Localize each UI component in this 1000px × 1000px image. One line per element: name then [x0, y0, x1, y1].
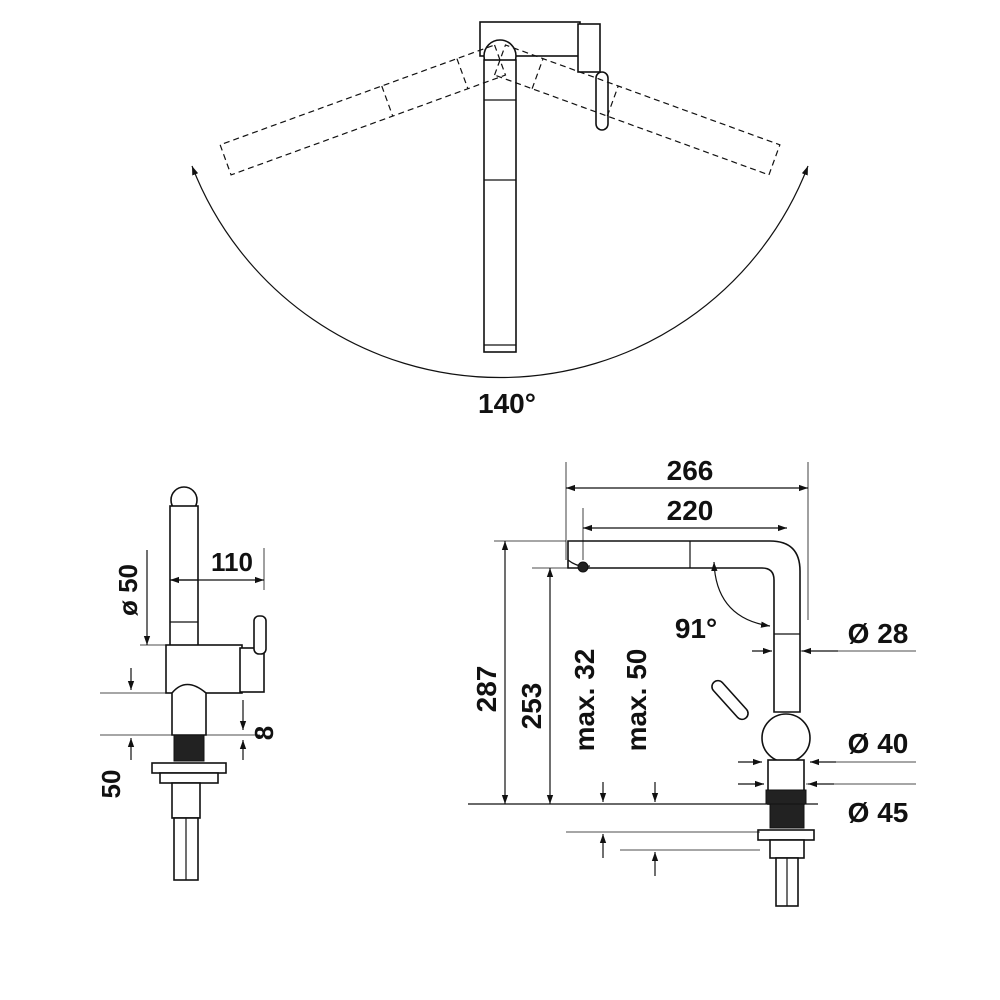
side-dim-8: 8 [249, 726, 279, 740]
front-dim-287: 287 [471, 666, 502, 713]
side-view-spout [169, 505, 199, 647]
front-dia-45: Ø 45 [848, 797, 909, 828]
front-view-shank [769, 803, 805, 829]
front-dim-max32: max. 32 [569, 649, 600, 752]
front-view-lever [711, 679, 749, 721]
angle-91-arc [711, 561, 771, 628]
front-view-mounting-plate [757, 829, 815, 841]
front-dim-253: 253 [516, 683, 547, 730]
front-dim-220: 220 [667, 495, 714, 526]
side-view: 110 ø 50 8 50 [96, 486, 279, 881]
front-dia-28: Ø 28 [848, 618, 909, 649]
side-view-body [165, 644, 243, 694]
front-dim-max50: max. 50 [621, 649, 652, 752]
front-angle-91: 91° [675, 613, 717, 644]
swivel-arc [191, 165, 809, 379]
side-view-lever [239, 647, 265, 693]
swivel-angle-label: 140° [478, 388, 536, 419]
side-view-shank [171, 782, 201, 819]
side-view-mounting-plate [151, 762, 227, 774]
front-dim-266: 266 [667, 455, 714, 486]
top-view: 140° [191, 21, 809, 419]
top-view-spout [483, 59, 517, 353]
side-dim-dia50: ø 50 [113, 564, 143, 616]
side-dim-50: 50 [96, 770, 126, 799]
front-view-body [761, 713, 811, 763]
front-dia-40: Ø 40 [848, 728, 909, 759]
front-view: 266 220 287 253 max. 32 max. 50 91° Ø 28 [468, 455, 916, 907]
top-view-spout-left-position [219, 44, 507, 176]
top-view-spout-right-position [493, 44, 781, 176]
side-view-lever-handle [253, 615, 267, 655]
side-dim-110: 110 [211, 547, 253, 577]
top-view-lever-housing [577, 23, 601, 73]
